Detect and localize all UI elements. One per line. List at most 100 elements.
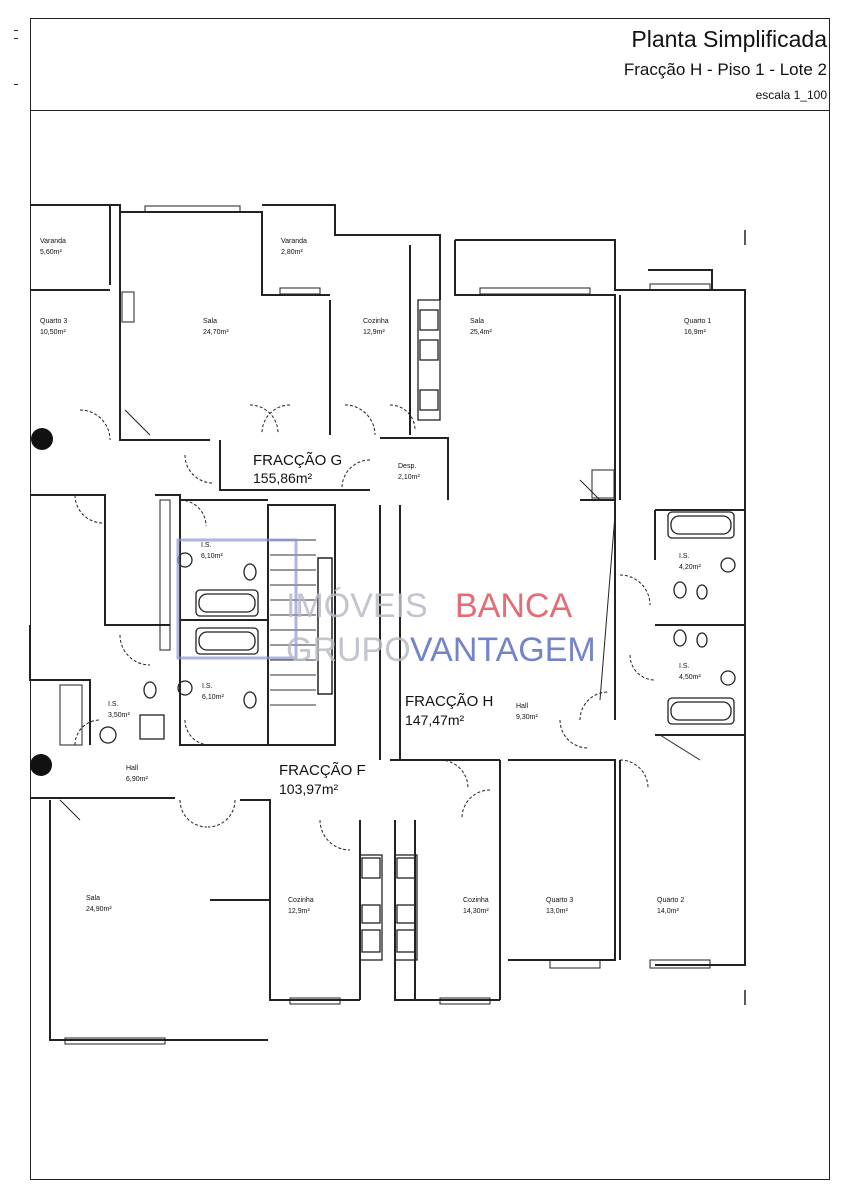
room-label: Sala	[86, 895, 100, 902]
sink	[361, 929, 381, 953]
door-swing	[461, 789, 491, 819]
plan-title: Planta Simplificada	[631, 26, 827, 52]
toilet	[243, 563, 257, 581]
kitchen-counter	[417, 299, 441, 421]
room-area: 2,10m²	[398, 474, 420, 481]
room-area: 3,50m²	[108, 712, 130, 719]
cooktop	[361, 857, 381, 879]
bidet	[696, 584, 708, 600]
door-swing	[261, 404, 291, 434]
door-swing	[184, 719, 211, 746]
door-swing	[439, 759, 469, 789]
window	[279, 287, 321, 295]
room-label: Cozinha	[463, 897, 489, 904]
room-area: 6,10m²	[201, 553, 223, 560]
room-label: Cozinha	[363, 318, 389, 325]
fraction-h-area: 147,47m²	[405, 712, 464, 728]
wall	[455, 239, 746, 510]
window	[649, 283, 711, 291]
room-label: I.S.	[679, 553, 690, 560]
room-label: Sala	[470, 318, 484, 325]
stair-handrail	[317, 557, 333, 695]
door-swing	[179, 499, 207, 527]
door-swing	[249, 404, 279, 434]
room-label: Quarto 2	[657, 897, 684, 904]
door-swing	[389, 404, 416, 431]
room-area: 4,50m²	[679, 674, 701, 681]
room-label: I.S.	[202, 683, 213, 690]
room-area: 12,9m²	[288, 908, 310, 915]
margin-tick	[14, 30, 18, 31]
wall	[380, 437, 449, 500]
wall	[30, 204, 111, 285]
room-area: 14,30m²	[463, 908, 489, 915]
toilet	[673, 629, 687, 647]
room-area: 4,20m²	[679, 564, 701, 571]
room-label: Hall	[126, 765, 139, 772]
watermark: IMÓVEIS BANCA GRUPO VANTAGEM	[176, 538, 596, 669]
fraction-f-label: FRACÇÃO F	[279, 762, 366, 779]
watermark-text-grupo: GRUPO	[286, 631, 411, 669]
watermark-logo-frame	[176, 538, 298, 660]
door-swing	[74, 494, 104, 524]
wall	[580, 499, 616, 720]
door-swing	[619, 574, 651, 606]
room-area: 6,10m²	[202, 694, 224, 701]
sink	[361, 904, 381, 924]
washbasin	[720, 557, 736, 573]
fraction-g-label: FRACÇÃO G	[253, 452, 342, 469]
window	[549, 959, 601, 969]
room-label: Hall	[516, 703, 529, 710]
room-area: 24,70m²	[203, 329, 229, 336]
wall	[262, 204, 441, 300]
kitchen-counter	[359, 854, 383, 961]
kitchen-counter	[394, 854, 418, 961]
bathtub	[195, 589, 259, 617]
duct	[121, 291, 135, 323]
door-swing	[79, 409, 111, 441]
door-swing	[74, 719, 101, 746]
room-label: Quarto 3	[40, 318, 67, 325]
washbasin	[177, 680, 193, 696]
fixtures	[99, 299, 736, 961]
wall	[508, 759, 616, 961]
wall	[49, 800, 268, 1041]
door-swing	[619, 759, 649, 789]
drawing-sheet-border	[30, 18, 830, 1180]
stair-treads	[270, 539, 316, 706]
fraction-f-area: 103,97m²	[279, 781, 338, 797]
room-area: 10,50m²	[40, 329, 66, 336]
window	[64, 1037, 166, 1045]
room-label: Varanda	[40, 238, 66, 245]
margin-tick	[14, 84, 18, 85]
cooktop	[419, 389, 439, 411]
bathtub-basin	[670, 515, 732, 535]
wall	[454, 240, 616, 500]
washbasin	[720, 670, 736, 686]
washbasin	[99, 726, 117, 744]
window	[479, 287, 591, 295]
door-swing	[341, 459, 371, 489]
bathtub-basin	[198, 593, 256, 613]
wall	[110, 204, 210, 441]
sink	[419, 309, 439, 331]
room-area: 16,9m²	[684, 329, 706, 336]
room-area: 9,30m²	[516, 714, 538, 721]
room-label: Desp.	[398, 463, 416, 470]
plan-subtitle: Fracção H - Piso 1 - Lote 2	[623, 60, 827, 79]
door-swing	[579, 691, 609, 721]
fraction-h-label: FRACÇÃO H	[405, 693, 493, 710]
bathtub	[195, 627, 259, 655]
wall	[29, 625, 91, 745]
bathtub	[667, 697, 735, 725]
room-area: 6,90m²	[126, 776, 148, 783]
room-label: Varanda	[281, 238, 307, 245]
column-marker	[30, 754, 52, 776]
room-area: 12,9m²	[363, 329, 385, 336]
door-swings	[74, 404, 656, 851]
room-label: Sala	[203, 318, 217, 325]
room-area: 24,90m²	[86, 906, 112, 913]
plan-scale: escala 1_100	[755, 88, 827, 102]
window	[649, 959, 711, 969]
room-area: 2,80m²	[281, 249, 303, 256]
